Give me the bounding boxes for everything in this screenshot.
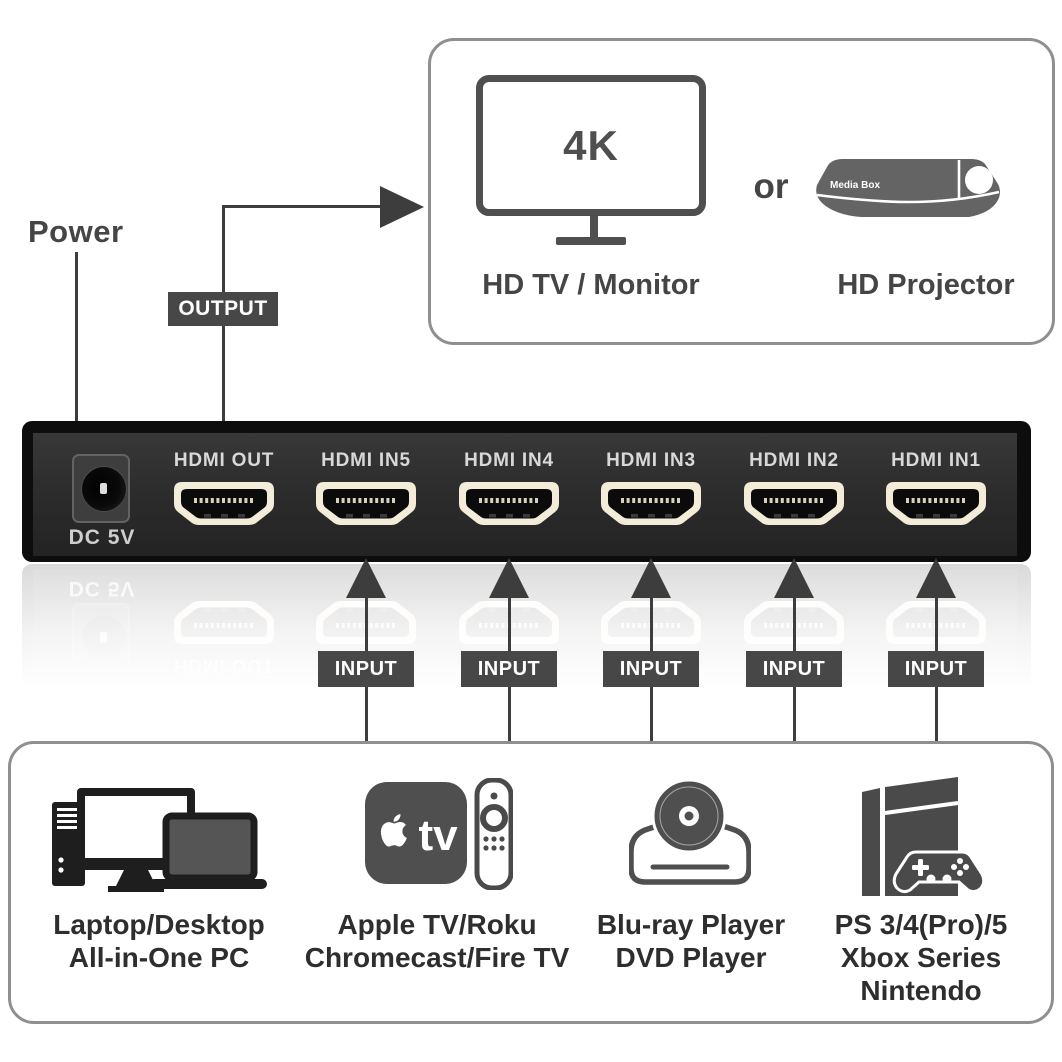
laptop-desktop-icon [52,788,267,892]
hdmi-port-in5: HDMI IN5 [296,450,436,526]
hdmi-port-in2: HDMI IN2 [724,450,864,526]
or-text: or [753,167,789,206]
projector-icon: Media Box [816,159,1000,217]
source-label-line: Blu-ray Player [596,909,786,940]
output-line-horizontal [222,205,382,208]
source-label-line: Nintendo [860,975,982,1006]
dc-port-label: DC 5V [68,526,136,549]
output-badge: OUTPUT [168,292,278,326]
dc-jack-icon [81,466,127,512]
port-label: HDMI IN1 [891,450,981,471]
hdmi-connector-icon [174,482,274,525]
bluray-player-icon [629,779,751,885]
port-label: HDMI IN4 [464,450,554,471]
input-badge: INPUT [603,651,699,687]
displays-box: 4K HD TV / Monitor or Media Box HD Proje… [428,38,1055,345]
tv-monitor-icon: 4K [476,75,706,216]
port-label: HDMI IN5 [321,450,411,471]
tv-stand-neck [590,216,598,239]
tv-stand-base [556,237,626,245]
power-label: Power [28,214,124,249]
hdmi-connector-icon [886,482,986,525]
game-console-icon [862,777,986,896]
hdmi-connector-icon [316,482,416,525]
source-label-line: All-in-One PC [68,942,250,973]
dc-pin-highlight [100,483,107,494]
input-badge: INPUT [746,651,842,687]
source-label-line: Laptop/Desktop [53,909,265,940]
input-arrowhead-icon [489,558,529,598]
dc-power-port [72,454,130,523]
source-label-line: Apple TV/Roku [337,909,537,940]
source-label-streaming: Apple TV/Roku Chromecast/Fire TV [282,908,592,974]
output-line-down [222,326,225,421]
source-label-line: Chromecast/Fire TV [304,942,570,973]
projector-caption: HD Projector [837,269,1015,301]
output-line-up [222,205,225,292]
input-arrowhead-icon [774,558,814,598]
source-label-pc: Laptop/Desktop All-in-One PC [34,908,284,974]
input-badge: INPUT [461,651,557,687]
input-arrowhead-icon [916,558,956,598]
source-label-line: Xbox Series [840,942,1002,973]
port-label: HDMI OUT [173,450,275,471]
input-arrowhead-icon [346,558,386,598]
switcher-device: DC 5V HDMI OUT HDMI IN5 HDMI IN4 [22,421,1031,562]
tv-4k-text: 4K [563,121,619,169]
port-label: HDMI IN2 [749,450,839,471]
source-label-bluray: Blu-ray Player DVD Player [566,908,816,974]
port-label: HDMI IN3 [606,450,696,471]
hdmi-connector-icon [744,482,844,525]
source-label-consoles: PS 3/4(Pro)/5 Xbox Series Nintendo [796,908,1046,1007]
hdmi-port-in4: HDMI IN4 [439,450,579,526]
apple-tv-remote-icon: tv [365,778,513,890]
power-line [75,252,78,421]
apple-tv-text: tv [418,811,458,860]
tv-caption: HD TV / Monitor [482,269,700,301]
input-badge: INPUT [318,651,414,687]
source-label-line: DVD Player [615,942,767,973]
hdmi-connector-icon [601,482,701,525]
hdmi-port-out: HDMI OUT [154,450,294,526]
hdmi-port-in1: HDMI IN1 [866,450,1006,526]
source-label-line: PS 3/4(Pro)/5 [834,909,1008,940]
hdmi-connector-icon [459,482,559,525]
input-arrowhead-icon [631,558,671,598]
hdmi-port-in3: HDMI IN3 [581,450,721,526]
input-badge: INPUT [888,651,984,687]
projector-badge-text: Media Box [830,180,880,191]
output-arrowhead-icon [380,186,424,228]
